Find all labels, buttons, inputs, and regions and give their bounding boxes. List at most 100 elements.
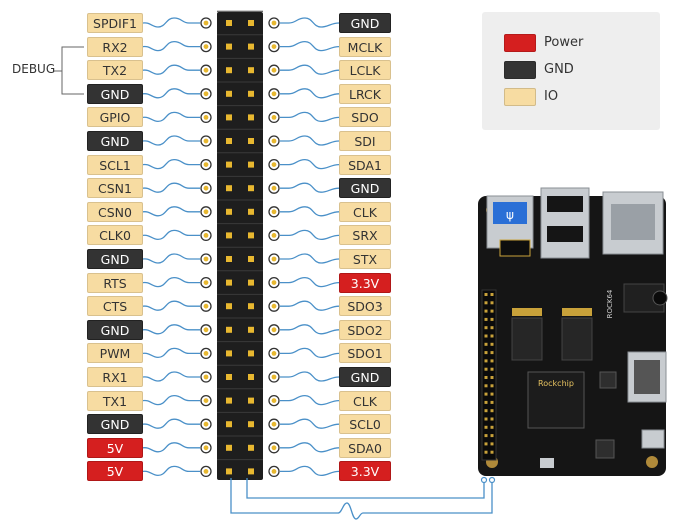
board-gpio-pin xyxy=(490,359,494,363)
header-pin-right xyxy=(248,185,254,192)
right-wire xyxy=(280,276,340,288)
board-label-usb xyxy=(499,239,531,257)
header-pin-right xyxy=(248,161,254,168)
left-pin-label-gnd: GND xyxy=(87,249,143,269)
right-pin-label-gnd: GND xyxy=(339,13,391,33)
header-pin-right xyxy=(248,232,254,239)
button-switch xyxy=(540,458,554,468)
left-pad-core xyxy=(203,44,209,49)
left-pad-core xyxy=(203,115,209,120)
left-pin-label-rx1: RX1 xyxy=(87,367,143,387)
left-wire xyxy=(142,276,200,288)
usb3-port-insert xyxy=(493,202,527,224)
right-pad-core xyxy=(271,115,277,120)
left-wire xyxy=(142,465,200,477)
left-wire xyxy=(142,300,200,311)
header-pin-right xyxy=(248,326,254,333)
board-gpio-pin xyxy=(490,417,494,421)
left-wire xyxy=(142,394,200,406)
header-pin-left xyxy=(226,444,232,451)
left-pin-label-5v: 5V xyxy=(87,461,143,482)
right-wire xyxy=(280,324,340,335)
right-pin-label-gnd: GND xyxy=(339,178,391,199)
board-gpio-pin xyxy=(484,392,488,396)
soc-chip xyxy=(527,371,585,429)
header-pin-right xyxy=(248,43,254,50)
left-pin-label-gpio: GPIO xyxy=(87,107,143,128)
left-wire xyxy=(142,40,200,52)
right-pin-label-srx: SRX xyxy=(339,225,391,246)
left-pin-label-gnd: GND xyxy=(87,414,143,435)
left-wire xyxy=(142,418,200,429)
board-gpio-pin xyxy=(484,342,488,346)
right-pad-core xyxy=(271,445,277,451)
board-model-text: ROCK64 xyxy=(606,289,614,318)
right-wire xyxy=(280,135,340,146)
right-pin-label-stx: STX xyxy=(339,249,391,269)
left-pad-core xyxy=(203,398,209,403)
right-wire xyxy=(280,253,340,264)
left-wire xyxy=(142,371,200,382)
board-gpio-pin xyxy=(490,450,494,454)
header-pin-left xyxy=(226,397,232,404)
right-pad-core xyxy=(271,185,277,191)
right-pin-label-sda1: SDA1 xyxy=(339,154,391,175)
right-pad-core xyxy=(271,421,277,427)
ram-chip-label-strip xyxy=(562,308,592,316)
board-link-wire-inner xyxy=(246,478,485,499)
left-wire xyxy=(142,158,200,170)
header-pin-right xyxy=(248,90,254,97)
header-pin-left xyxy=(226,114,232,121)
board-gpio-pin xyxy=(484,309,488,313)
left-pad-core xyxy=(203,421,209,427)
board-gpio-pin xyxy=(484,359,488,363)
header-pin-left xyxy=(226,279,232,286)
board-gpio-pin xyxy=(484,442,488,446)
right-pin-label-sdo: SDO xyxy=(339,107,391,128)
header-pin-right xyxy=(248,256,254,262)
board-gpio-pin xyxy=(484,409,488,413)
header-pin-right xyxy=(248,138,254,144)
hdmi-port-opening xyxy=(634,360,660,394)
left-wire xyxy=(142,64,200,75)
left-wire xyxy=(142,206,200,217)
right-wire xyxy=(280,158,340,170)
left-wire xyxy=(142,347,200,359)
board-gpio-pin xyxy=(490,342,494,346)
legend-label-io: IO xyxy=(544,89,559,104)
left-pad-core xyxy=(203,256,209,262)
header-pin-right xyxy=(248,468,254,475)
right-pin-label-3-3v: 3.3V xyxy=(339,272,391,293)
header-pin-left xyxy=(226,232,232,239)
legend-panel: Power GND IO xyxy=(482,12,660,130)
header-pin-left xyxy=(226,421,232,428)
left-pin-label-rts: RTS xyxy=(87,272,143,293)
right-pad-core xyxy=(271,398,277,403)
right-pad-core xyxy=(271,44,277,49)
header-pin-left xyxy=(226,326,232,333)
left-pad-core xyxy=(203,162,209,168)
left-pad-core xyxy=(203,233,209,238)
left-pad-core xyxy=(203,185,209,191)
right-pad-core xyxy=(271,303,277,309)
right-pad-core xyxy=(271,469,277,474)
board-gpio-pin xyxy=(484,293,488,296)
right-wire xyxy=(280,300,340,311)
ram-chip xyxy=(511,317,543,361)
left-pad-core xyxy=(203,469,209,474)
left-wire xyxy=(142,88,200,99)
right-pad-core xyxy=(271,67,277,73)
header-pin-left xyxy=(226,161,232,168)
left-pad-core xyxy=(203,20,209,26)
left-pad-core xyxy=(203,351,209,356)
header-pin-left xyxy=(226,303,232,310)
header-pin-right xyxy=(248,20,254,26)
board-gpio-pin xyxy=(490,400,494,404)
left-pad-core xyxy=(203,209,209,215)
usb2-port-bottom xyxy=(547,226,583,242)
right-pin-label-sdi: SDI xyxy=(339,131,391,151)
left-pin-label-gnd: GND xyxy=(87,319,143,340)
right-wire xyxy=(280,442,340,453)
header-pin-left xyxy=(226,185,232,192)
right-pad-core xyxy=(271,91,277,97)
